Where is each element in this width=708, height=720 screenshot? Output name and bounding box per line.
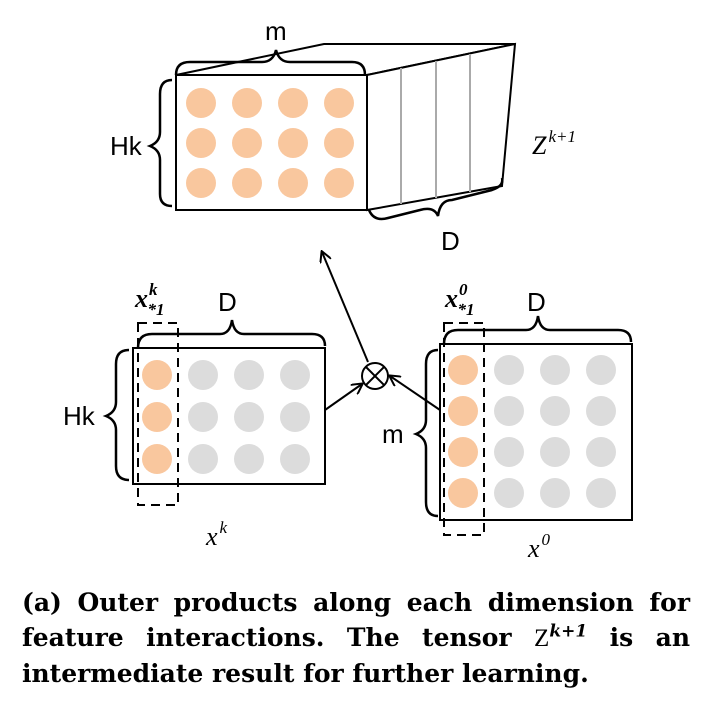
matrix-xk-dot-grid bbox=[142, 360, 310, 474]
caption-prefix: (a) Outer products along each dimension … bbox=[22, 588, 690, 652]
matrix-x0-dot-highlight bbox=[448, 355, 478, 385]
caption-suffix: is an intermediate result for further le… bbox=[22, 623, 691, 688]
caption-tensor: Z bbox=[534, 625, 550, 652]
matrix-xk-dot bbox=[280, 402, 310, 432]
matrix-xk-dot bbox=[234, 402, 264, 432]
tensor-dot-highlight bbox=[186, 128, 216, 158]
tensor-height-brace bbox=[146, 78, 173, 208]
tensor-dot-highlight bbox=[324, 128, 354, 158]
matrix-xk-dot bbox=[234, 360, 264, 390]
arrow-operator-to-tensor bbox=[322, 252, 369, 363]
tensor-dot-highlight bbox=[186, 168, 216, 198]
matrix-xk-dot-highlight bbox=[142, 360, 172, 390]
arrow-x0-to-operator bbox=[390, 376, 441, 411]
matrix-x0-dot-grid bbox=[448, 355, 616, 508]
matrix-xk-dot bbox=[280, 444, 310, 474]
matrix-x0-dot bbox=[540, 437, 570, 467]
matrix-x0-dot bbox=[540, 478, 570, 508]
matrix-xk-width-brace bbox=[136, 319, 327, 349]
tensor-dot-highlight bbox=[278, 128, 308, 158]
tensor-width-brace bbox=[174, 49, 367, 76]
matrix-xk-dot-highlight bbox=[142, 402, 172, 432]
tensor-dot-highlight bbox=[278, 168, 308, 198]
tensor-dot-grid bbox=[186, 88, 354, 198]
matrix-x0-dot bbox=[586, 437, 616, 467]
matrix-x0-dot bbox=[494, 478, 524, 508]
matrix-x0-dot-highlight bbox=[448, 396, 478, 426]
tensor-dot-highlight bbox=[232, 88, 262, 118]
matrix-x0-dot bbox=[586, 396, 616, 426]
matrix-xk-column-highlight bbox=[137, 322, 179, 506]
matrix-x0-dot bbox=[494, 355, 524, 385]
matrix-xk-dot bbox=[280, 360, 310, 390]
matrix-xk-dot bbox=[188, 444, 218, 474]
tensor-dot-highlight bbox=[324, 168, 354, 198]
tensor-height-label: Hk bbox=[110, 131, 143, 161]
matrix-xk-dot bbox=[188, 360, 218, 390]
matrix-x0-dot bbox=[494, 437, 524, 467]
tensor-depth-brace bbox=[367, 177, 504, 221]
tensor-dot-highlight bbox=[278, 88, 308, 118]
matrix-xk-height-brace bbox=[102, 348, 130, 482]
outer-product-operator bbox=[361, 362, 389, 390]
tensor-dot-highlight bbox=[324, 88, 354, 118]
tensor-width-label: m bbox=[265, 16, 287, 46]
matrix-x0-column-label: x0*1 bbox=[444, 280, 475, 319]
tensor-dot-highlight bbox=[232, 168, 262, 198]
matrix-xk-width-label: D bbox=[218, 287, 237, 317]
matrix-xk-dot bbox=[234, 444, 264, 474]
matrix-xk-height-label: Hk bbox=[63, 401, 96, 431]
matrix-x0-dot-highlight bbox=[448, 478, 478, 508]
matrix-xk-dot-highlight bbox=[142, 444, 172, 474]
operator-cross bbox=[365, 366, 385, 386]
figure-caption: (a) Outer products along each dimension … bbox=[22, 585, 690, 691]
matrix-x0-dot-highlight bbox=[448, 437, 478, 467]
matrix-x0-dot bbox=[540, 396, 570, 426]
matrix-xk-column-label: xk*1 bbox=[134, 280, 165, 319]
arrow-xk-to-operator bbox=[324, 384, 362, 411]
tensor-depth-label: D bbox=[441, 226, 460, 256]
matrix-x0-height-label: m bbox=[382, 419, 404, 449]
matrix-x0-width-label: D bbox=[527, 287, 546, 317]
matrix-x0-dot bbox=[586, 355, 616, 385]
matrix-xk-dot bbox=[188, 402, 218, 432]
matrix-x0-height-brace bbox=[412, 348, 439, 518]
tensor-dot-highlight bbox=[232, 128, 262, 158]
matrix-x0-column-highlight bbox=[443, 322, 485, 536]
caption-tensor-sup: k+1 bbox=[549, 621, 588, 642]
matrix-x0-dot bbox=[540, 355, 570, 385]
matrix-x0-dot bbox=[494, 396, 524, 426]
matrix-x0-width-brace bbox=[442, 315, 633, 345]
tensor-dot-highlight bbox=[186, 88, 216, 118]
matrix-x0-dot bbox=[586, 478, 616, 508]
